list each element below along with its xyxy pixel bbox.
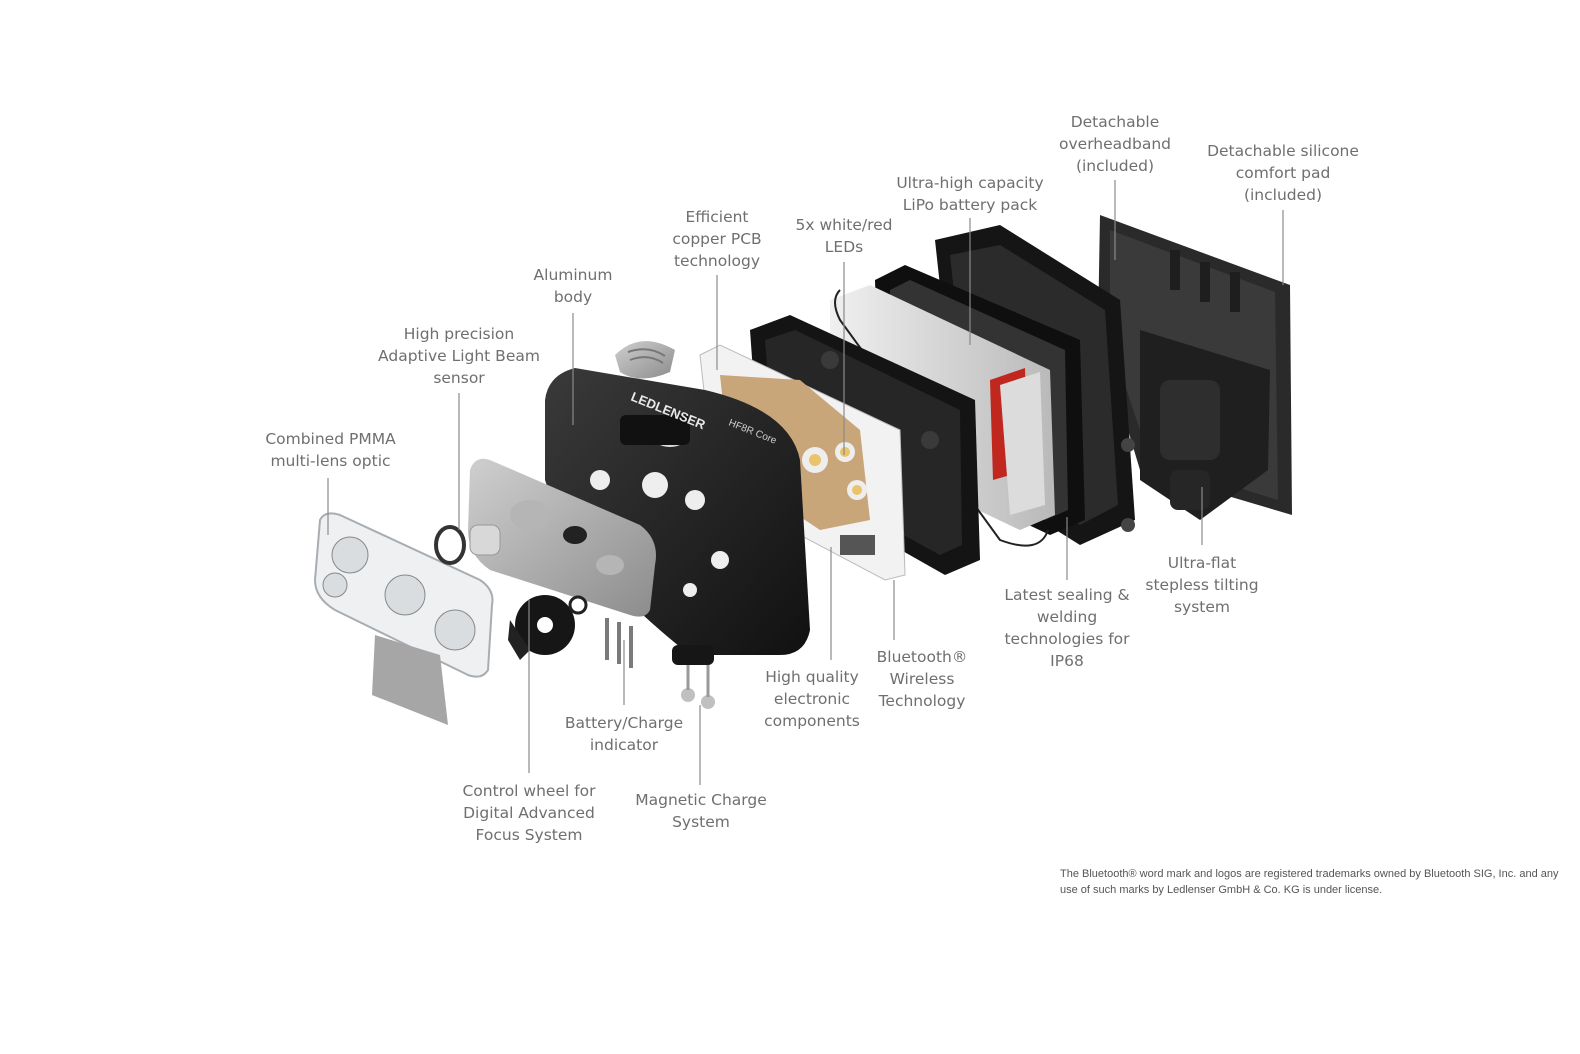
label-adaptive-sensor: High precision Adaptive Light Beam senso… (378, 325, 540, 387)
label-magnetic-charge: Magnetic Charge System (635, 791, 767, 831)
label-comfort-pad: Detachable silicone comfort pad (include… (1207, 142, 1359, 204)
label-copper-pcb: Efficient copper PCB technology (672, 208, 762, 270)
tilting-system-part (1140, 330, 1270, 520)
label-control-wheel: Control wheel for Digital Advanced Focus… (462, 782, 596, 844)
label-aluminum-body: Aluminum body (533, 266, 613, 306)
lens-optic-part (313, 512, 494, 678)
label-sealing: Latest sealing & welding technologies fo… (1004, 586, 1130, 670)
front-cover-part (468, 458, 656, 617)
label-combined-pmma: Combined PMMA multi-lens optic (265, 430, 396, 470)
magnetic-charge-part (672, 645, 715, 709)
control-wheel-part (508, 595, 588, 660)
label-bluetooth: Bluetooth® Wireless Technology (876, 648, 968, 710)
label-electronics: High quality electronic components (764, 668, 860, 730)
label-leds: 5x white/red LEDs (795, 216, 893, 256)
top-button-part (615, 341, 675, 379)
label-battery-pack: Ultra-high capacity LiPo battery pack (896, 174, 1044, 214)
trademark-note: The Bluetooth® word mark and logos are r… (1060, 868, 1559, 896)
battery-indicator-part (605, 618, 633, 668)
label-tilting-system: Ultra-flat stepless tilting system (1145, 554, 1259, 616)
adaptive-sensor-part (434, 524, 501, 565)
leader-lines (327, 180, 1284, 785)
lens-clip-part (372, 635, 448, 725)
label-overheadband: Detachable overheadband (included) (1059, 113, 1171, 175)
label-battery-indicator: Battery/Charge indicator (564, 714, 684, 754)
